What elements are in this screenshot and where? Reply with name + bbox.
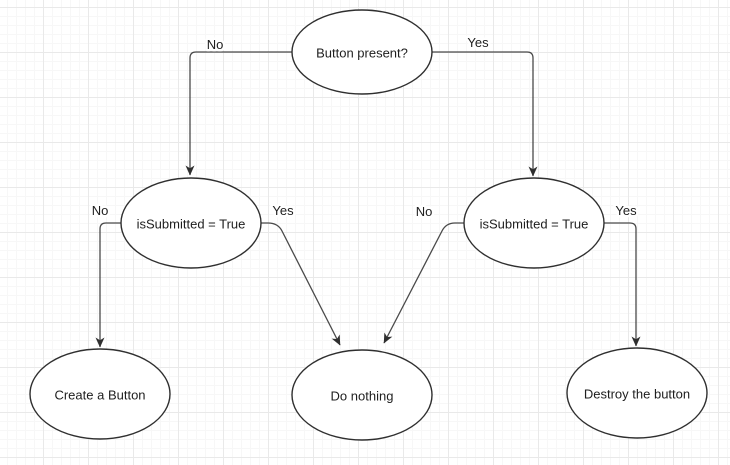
is-submitted-left-ellipse bbox=[120, 177, 262, 269]
flowchart-node-button-present: Button present? bbox=[291, 9, 433, 95]
create-a-button-ellipse bbox=[29, 348, 171, 440]
edge-no-top-left-label: No bbox=[207, 37, 224, 52]
edge-yes-left-label: Yes bbox=[272, 203, 294, 218]
edge-yes-right-label: Yes bbox=[615, 203, 637, 218]
button-present-ellipse bbox=[291, 9, 433, 95]
do-nothing-label: Do nothing bbox=[331, 389, 394, 404]
flowchart-node-is-submitted-right: isSubmitted = True bbox=[463, 177, 605, 269]
edge-no-left-label: No bbox=[92, 203, 109, 218]
flowchart-node-create-a-button: Create a Button bbox=[29, 348, 171, 440]
edge-yes-right-connector bbox=[604, 222, 641, 347]
edge-no-right-label: No bbox=[416, 204, 433, 219]
edge-yes-left-connector bbox=[261, 222, 341, 346]
nodes-layer: Button present? isSubmitted = True isSubmi… bbox=[29, 9, 708, 441]
do-nothing-ellipse bbox=[291, 349, 433, 441]
edge-yes-top-right-connector bbox=[432, 51, 538, 177]
flowchart-node-is-submitted-left: isSubmitted = True bbox=[120, 177, 262, 269]
destroy-the-button-ellipse bbox=[566, 347, 708, 439]
edge-no-left-connector bbox=[95, 222, 122, 348]
edges-layer bbox=[95, 51, 641, 348]
flowchart-node-destroy-the-button: Destroy the button bbox=[566, 347, 708, 439]
is-submitted-right-label: isSubmitted = True bbox=[480, 217, 589, 232]
edge-yes-top-right-label: Yes bbox=[467, 35, 489, 50]
create-a-button-label: Create a Button bbox=[54, 388, 145, 403]
flowchart-node-do-nothing: Do nothing bbox=[291, 349, 433, 441]
destroy-the-button-label: Destroy the button bbox=[584, 387, 690, 402]
edge-no-top-left-connector bbox=[185, 51, 292, 176]
button-present-label: Button present? bbox=[316, 46, 408, 61]
is-submitted-right-ellipse bbox=[463, 177, 605, 269]
is-submitted-left-label: isSubmitted = True bbox=[137, 217, 246, 232]
edge-no-right-connector bbox=[383, 222, 466, 344]
